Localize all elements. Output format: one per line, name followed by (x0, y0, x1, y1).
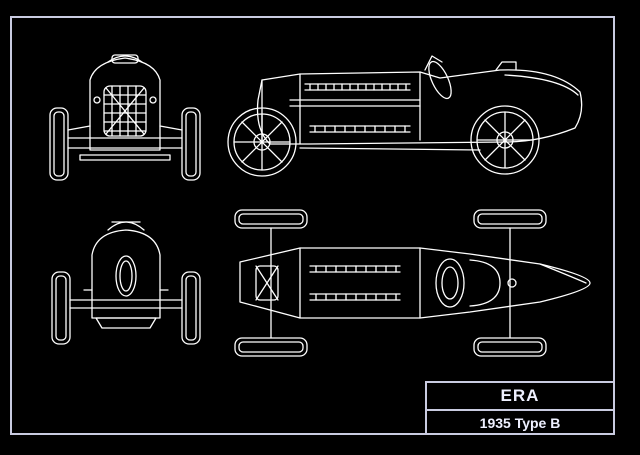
top-view (234, 209, 591, 357)
car-model-year: 1935 Type B (479, 415, 561, 431)
front-view (49, 54, 201, 181)
side-view (227, 55, 583, 177)
drawing-border (10, 16, 615, 435)
rear-view (51, 221, 201, 345)
title-block: ERA 1935 Type B (425, 381, 615, 435)
car-name: ERA (427, 383, 613, 411)
